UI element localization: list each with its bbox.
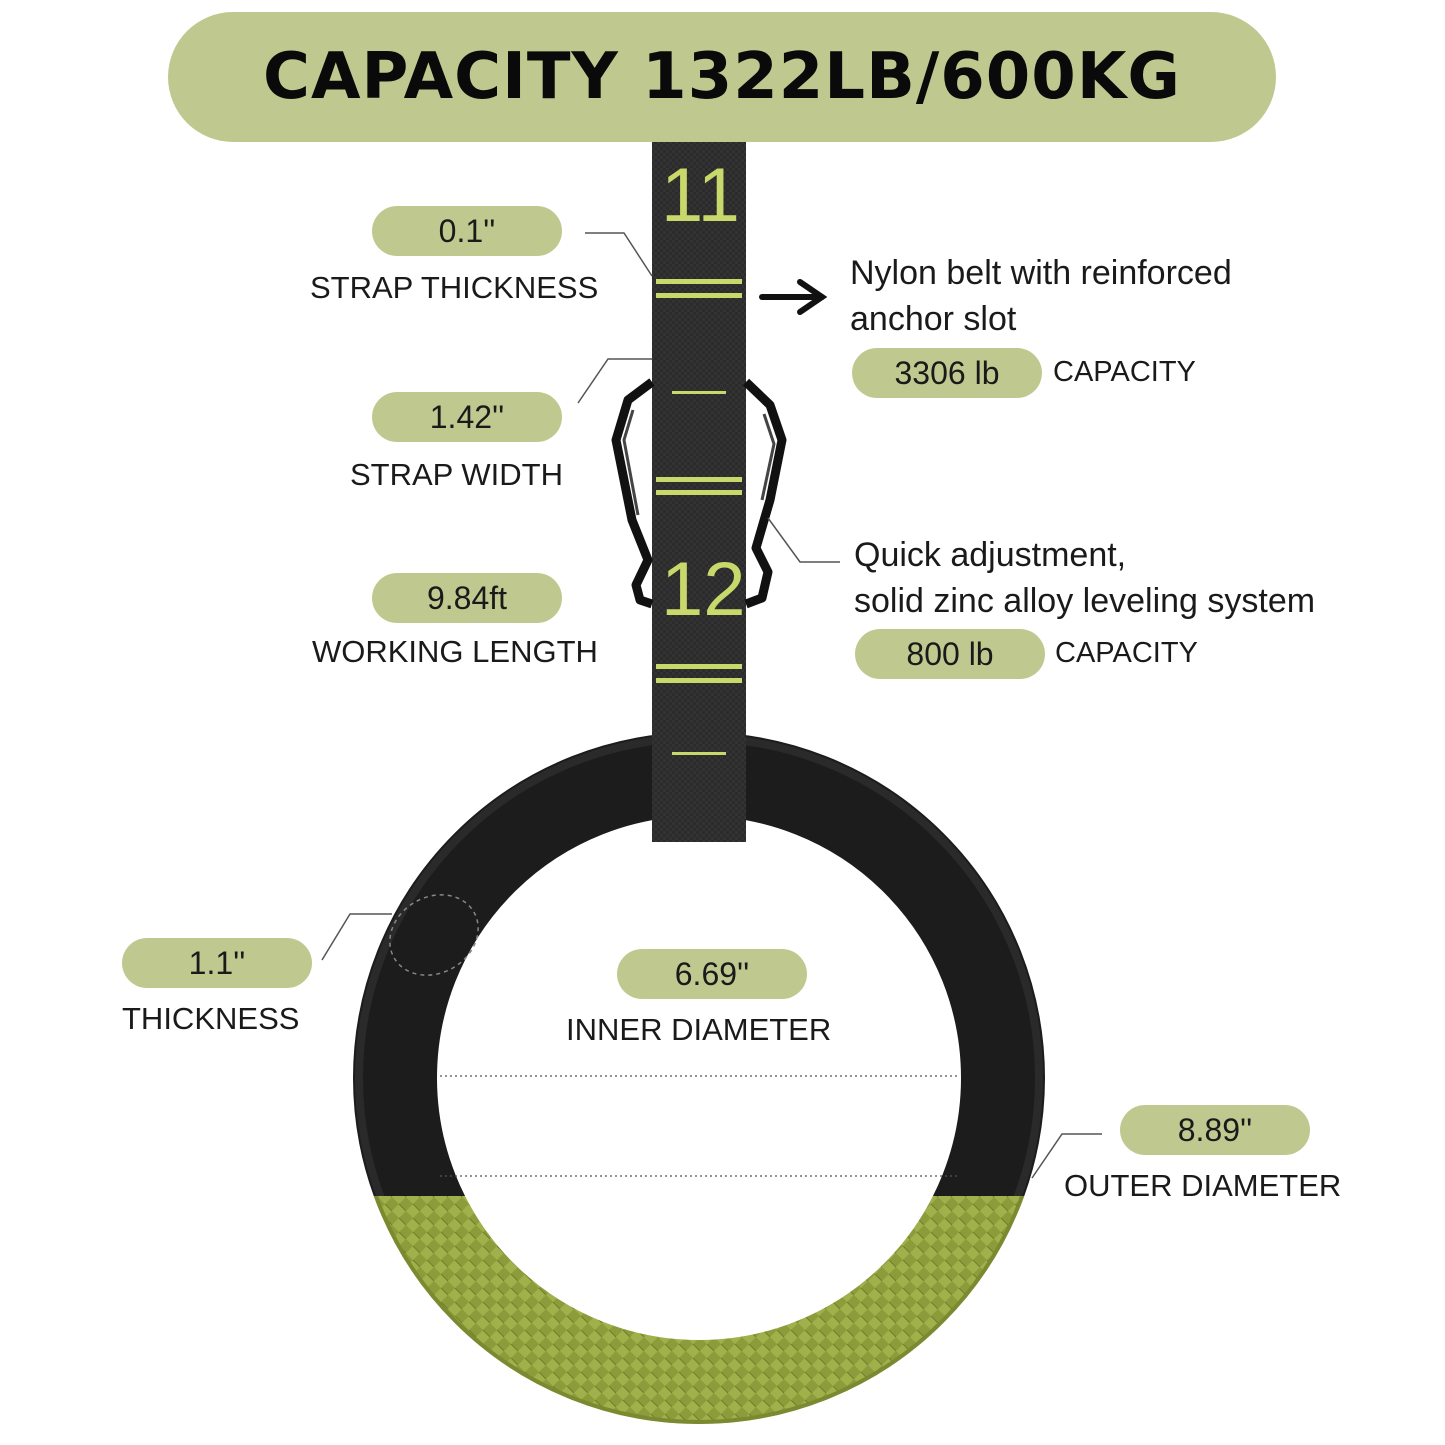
strap-thickness-label: STRAP THICKNESS <box>310 270 599 305</box>
buckle-description-line2: solid zinc alloy leveling system <box>854 582 1316 620</box>
strap-thickness-value: 0.1'' <box>372 206 562 256</box>
strap-number-top: 11 <box>661 153 740 238</box>
belt-capacity-value: 3306 lb <box>852 348 1042 398</box>
buckle <box>611 378 787 609</box>
arrow-right-icon <box>759 279 828 315</box>
buckle-description: Quick adjustment, solid zinc alloy level… <box>854 532 1315 624</box>
outer-diameter-label: OUTER DIAMETER <box>1064 1168 1342 1203</box>
ring-grip-section <box>373 1196 1025 1424</box>
ring-thickness-value: 1.1'' <box>122 938 312 988</box>
strap-marks <box>656 279 742 755</box>
belt-description-line2: anchor slot <box>850 300 1017 338</box>
strap-width-label: STRAP WIDTH <box>350 457 563 492</box>
belt-description: Nylon belt with reinforced anchor slot <box>850 250 1232 342</box>
working-length-label: WORKING LENGTH <box>312 634 598 669</box>
buckle-capacity-value: 800 lb <box>855 629 1045 679</box>
belt-capacity-label: CAPACITY <box>1053 356 1196 388</box>
strap-number-bottom: 12 <box>661 547 746 632</box>
banner-title: CAPACITY 1322LB/600KG <box>263 40 1181 114</box>
working-length-value: 9.84ft <box>372 573 562 623</box>
inner-diameter-label: INNER DIAMETER <box>566 1012 832 1047</box>
outer-diameter-value: 8.89'' <box>1120 1105 1310 1155</box>
strap-width-value: 1.42'' <box>372 392 562 442</box>
ring-thickness-label: THICKNESS <box>122 1001 300 1036</box>
buckle-capacity-label: CAPACITY <box>1055 637 1198 669</box>
capacity-banner: CAPACITY 1322LB/600KG <box>168 12 1276 142</box>
buckle-description-line1: Quick adjustment, <box>854 536 1127 574</box>
belt-description-line1: Nylon belt with reinforced <box>850 254 1232 292</box>
inner-diameter-value: 6.69'' <box>617 949 807 999</box>
